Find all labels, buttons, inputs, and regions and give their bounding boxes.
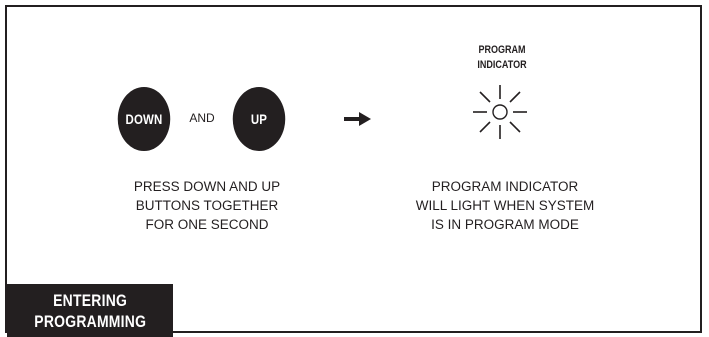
up-button-label: UP [250, 111, 268, 127]
caption-right-line3: IS IN PROGRAM MODE [431, 217, 579, 232]
right-arrow-icon [344, 112, 371, 126]
and-label: AND [189, 111, 215, 125]
caption-left-line1: PRESS DOWN AND UP [133, 179, 281, 194]
indicator-label-line2: INDICATOR [477, 59, 527, 71]
caption-left-line2: BUTTONS TOGETHER [135, 198, 279, 213]
light-burst-icon [473, 85, 527, 139]
section-title-line1: ENTERING [52, 290, 128, 310]
down-button: DOWN [117, 87, 171, 151]
down-button-label: DOWN [125, 111, 163, 127]
caption-right-line1: PROGRAM INDICATOR [431, 179, 579, 194]
diagram-frame: DOWN AND UP PROGRAM INDICATOR PRESS DOWN… [5, 5, 702, 337]
section-title: ENTERING PROGRAMMING [7, 284, 173, 337]
indicator-label-line1: PROGRAM [478, 44, 526, 56]
press-buttons-caption: PRESS DOWN AND UP BUTTONS TOGETHER FOR O… [97, 177, 317, 234]
up-button: UP [232, 87, 286, 151]
caption-right-line2: WILL LIGHT WHEN SYSTEM [415, 198, 595, 213]
program-indicator-label: PROGRAM INDICATOR [441, 43, 564, 73]
section-title-line2: PROGRAMMING [34, 311, 146, 331]
caption-left-line3: FOR ONE SECOND [145, 217, 269, 232]
indicator-caption: PROGRAM INDICATOR WILL LIGHT WHEN SYSTEM… [377, 177, 633, 234]
